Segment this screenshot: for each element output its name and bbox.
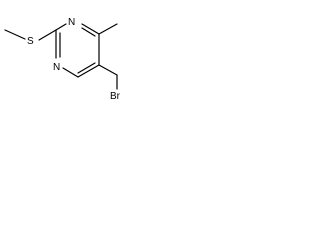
nitrogen-atom-label: N (68, 17, 75, 28)
bond-n3-c4 (81, 23, 100, 35)
bond-sulfur-c2 (38, 29, 57, 41)
bond-c2-n3 (55, 23, 67, 31)
bond-n3-c4-double (81, 27, 96, 37)
bond-c4-methyl (98, 23, 118, 35)
bond-c5-c6 (77, 64, 100, 78)
chemical-structure: S N N Br (4, 17, 121, 102)
bromine-atom-label: Br (110, 91, 121, 102)
bond-c6-n1 (62, 67, 79, 78)
bond-c5-c6-double (77, 62, 96, 74)
sulfur-atom-label: S (27, 36, 34, 47)
bond-methyl-sulfur (4, 29, 26, 40)
nitrogen-atom-label: N (53, 62, 60, 73)
bond-c5-ch2 (98, 64, 118, 76)
